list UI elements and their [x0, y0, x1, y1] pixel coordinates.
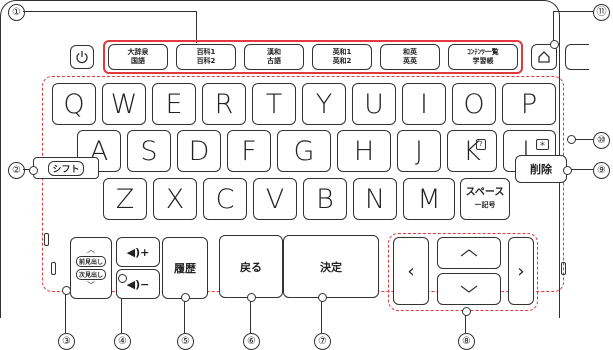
shift-label: シフト: [48, 160, 84, 176]
key-b[interactable]: B: [303, 178, 347, 220]
home-icon: [538, 51, 550, 63]
heading-scroll-key[interactable]: ︿ 前見出し 次見出し ﹀: [70, 237, 112, 299]
delete-key[interactable]: 削除: [515, 155, 567, 183]
callout-6: ⑥: [243, 333, 260, 350]
callout-dot-3: [62, 286, 71, 295]
space-key[interactable]: スペース ー記号: [460, 178, 510, 220]
key-m[interactable]: M: [403, 178, 455, 220]
key-l-sub: ＊: [536, 139, 549, 150]
home-button[interactable]: [531, 44, 557, 70]
dict-key-kanwa[interactable]: 漢和古語: [244, 44, 304, 70]
leader-3: [65, 290, 66, 333]
key-w[interactable]: W: [102, 83, 146, 125]
chevron-down-icon: ﹀: [87, 281, 95, 290]
leader-11b: [553, 11, 554, 44]
key-q[interactable]: Q: [52, 83, 96, 125]
callout-dot-4: [118, 274, 127, 283]
callout-3: ③: [58, 333, 75, 350]
key-k[interactable]: K ?: [447, 130, 497, 172]
callout-dot-2: [29, 166, 38, 175]
key-g[interactable]: G: [277, 130, 331, 172]
back-key[interactable]: 戻る: [219, 235, 283, 298]
next-heading-label: 次見出し: [75, 269, 106, 280]
key-e[interactable]: E: [152, 83, 196, 125]
key-p[interactable]: P: [502, 83, 556, 125]
callout-dot-7: [318, 293, 327, 302]
callout-9: ⑨: [593, 162, 610, 179]
leader-6: [250, 297, 251, 333]
key-s[interactable]: S: [127, 130, 171, 172]
shift-key[interactable]: シフト: [33, 157, 99, 179]
leader-2: [23, 169, 33, 170]
key-o[interactable]: O: [452, 83, 496, 125]
callout-dot-6: [247, 293, 256, 302]
cut-off-key[interactable]: [565, 44, 589, 70]
leader-8: [465, 311, 466, 333]
callout-dot-8: [462, 307, 471, 316]
callout-dot-10: [567, 135, 576, 144]
leader-4: [121, 278, 122, 333]
key-x[interactable]: X: [153, 178, 197, 220]
key-k-sub: ?: [476, 139, 486, 150]
key-i[interactable]: I: [402, 83, 446, 125]
key-v[interactable]: V: [253, 178, 297, 220]
indicator-left-2: [51, 262, 56, 275]
chevron-up-icon: [460, 249, 478, 257]
leader-10: [572, 139, 593, 140]
callout-dot-9: [563, 166, 572, 175]
enter-key[interactable]: 決定: [283, 235, 379, 298]
dict-key-daijisen[interactable]: 大辞泉国語: [108, 44, 168, 70]
indicator-right: [561, 262, 566, 275]
cursor-right-key[interactable]: ›: [508, 237, 534, 305]
key-c[interactable]: C: [203, 178, 247, 220]
dict-key-waei[interactable]: 和英英英: [380, 44, 440, 70]
key-y[interactable]: Y: [302, 83, 346, 125]
key-r[interactable]: R: [202, 83, 246, 125]
callout-dot-5: [181, 293, 190, 302]
dict-key-contents[interactable]: ｺﾝﾃﾝﾂ一覧学習帳: [448, 44, 518, 70]
callout-2: ②: [8, 162, 25, 179]
key-h[interactable]: H: [337, 130, 391, 172]
key-u[interactable]: U: [352, 83, 396, 125]
volume-up-key[interactable]: ◀)+: [116, 237, 160, 267]
callout-5: ⑤: [177, 333, 194, 350]
dictionary-keys-group: [103, 40, 523, 74]
key-d[interactable]: D: [177, 130, 221, 172]
space-label: スペース: [465, 187, 505, 198]
leader-11: [553, 11, 593, 12]
chevron-left-icon: ‹: [407, 260, 415, 282]
chevron-up-icon: ︿: [87, 245, 95, 254]
leader-1b: [196, 11, 197, 43]
key-f[interactable]: F: [227, 130, 271, 172]
leader-7: [321, 297, 322, 333]
key-t[interactable]: T: [252, 83, 296, 125]
cursor-down-key[interactable]: [437, 273, 501, 305]
chevron-down-icon: [460, 285, 478, 293]
key-z[interactable]: Z: [103, 178, 147, 220]
leader-1: [23, 11, 196, 12]
power-icon: [76, 51, 88, 64]
callout-10: ⑩: [593, 132, 610, 149]
space-sub: ー記号: [474, 201, 496, 209]
history-key[interactable]: 履歴: [162, 237, 208, 299]
callout-11: ⑪: [593, 4, 610, 21]
key-n[interactable]: N: [353, 178, 397, 220]
indicator-left-1: [44, 233, 49, 246]
callout-7: ⑦: [314, 333, 331, 350]
leader-5: [184, 297, 185, 333]
prev-heading-label: 前見出し: [75, 256, 106, 267]
chevron-right-icon: ›: [517, 260, 525, 282]
key-j[interactable]: J: [397, 130, 441, 172]
callout-8: ⑧: [458, 333, 475, 350]
callout-1: ①: [8, 4, 25, 21]
cursor-up-key[interactable]: [437, 237, 501, 269]
cursor-left-key[interactable]: ‹: [393, 237, 429, 305]
callout-4: ④: [114, 333, 131, 350]
callout-dot-11: [550, 40, 559, 49]
power-button[interactable]: [70, 45, 94, 69]
leader-9: [567, 169, 593, 170]
